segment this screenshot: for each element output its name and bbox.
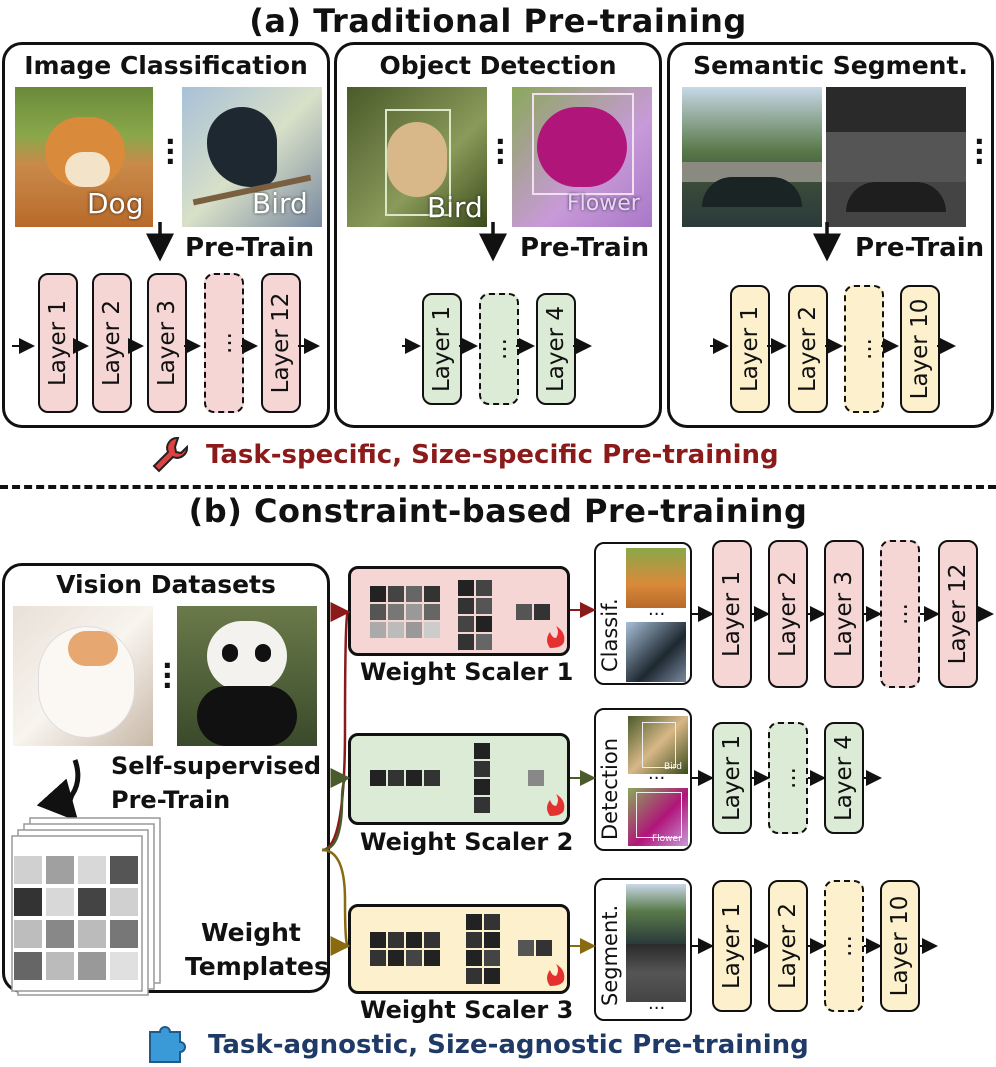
ellipsis: ··· (162, 649, 173, 702)
image-classification-panel: Image Classification Dog ··· Bird Pre-Tr… (2, 42, 330, 428)
weight-scaler-1 (348, 566, 570, 656)
bridge-image (682, 87, 822, 227)
weight-scaler-1-label: Weight Scaler 1 (360, 658, 574, 686)
layer-1: Layer 1 (730, 285, 770, 413)
segmentation-mask-image (826, 87, 966, 227)
bridge-thumbnail (626, 884, 686, 944)
bird-image: Bird (182, 87, 322, 227)
templates-label-1: Weight (201, 918, 301, 947)
ssl-label-2: Pre-Train (111, 786, 231, 814)
b-layer-1: Layer 1 (712, 880, 752, 1012)
flower-detection-image: Flower (512, 87, 652, 227)
layer-1: Layer 1 (38, 273, 78, 413)
panel-title: Semantic Segment. (693, 51, 968, 80)
section-divider (0, 485, 996, 489)
mini-bird-label: Bird (664, 762, 682, 772)
cat-image (13, 606, 153, 746)
flower-detection-thumbnail: Flower (628, 788, 688, 846)
layer-2: Layer 2 (92, 273, 132, 413)
weight-scaler-2-label: Weight Scaler 2 (360, 828, 574, 856)
vision-datasets-panel: Vision Datasets ··· Self-supervised Pre-… (2, 563, 330, 993)
wrench-icon (148, 432, 192, 476)
dog-image: Dog (15, 87, 153, 227)
segment-label: Segment. (598, 904, 622, 1006)
mini-flower-label: Flower (652, 834, 682, 844)
layer-4: Layer 4 (536, 293, 576, 405)
panel-title: Image Classification (24, 51, 308, 80)
ellipsis: ··· (648, 998, 666, 1019)
b-layer-ellipsis: ... (768, 722, 808, 834)
b-layer-2: Layer 2 (768, 880, 808, 1012)
b-layer-ellipsis: ... (880, 540, 920, 688)
b-layer-1: Layer 1 (712, 722, 752, 834)
part-b-tagline: Task-agnostic, Size-agnostic Pre-trainin… (208, 1030, 809, 1060)
classification-task-box: ··· (594, 542, 692, 685)
flower-box-label: Flower (567, 191, 640, 216)
b-layer-1: Layer 1 (712, 540, 752, 688)
datasets-title: Vision Datasets (56, 570, 276, 599)
b-layer-4: Layer 4 (824, 722, 864, 834)
bird-detection-image: Bird (347, 87, 487, 227)
layer-1: Layer 1 (422, 293, 462, 405)
ellipsis: ··· (165, 125, 176, 178)
classif-label: Classif. (598, 598, 622, 672)
bird-box-label: Bird (427, 191, 483, 224)
bird-label: Bird (252, 187, 308, 220)
layer-3: Layer 3 (147, 273, 187, 413)
panda-image (177, 606, 317, 746)
ellipsis: ··· (648, 768, 666, 789)
b-layer-3: Layer 3 (824, 540, 864, 688)
panel-title: Object Detection (379, 51, 617, 80)
ellipsis: ··· (974, 125, 985, 178)
semantic-segmentation-panel: Semantic Segment. ··· Pre-Train Layer 1 … (667, 42, 994, 428)
segmentation-task-box: ··· (594, 878, 692, 1021)
layer-2: Layer 2 (788, 285, 828, 413)
detection-label: Detection (598, 737, 622, 840)
pretrain-label: Pre-Train (520, 233, 650, 263)
puzzle-icon (144, 1024, 188, 1064)
part-a-tagline: Task-specific, Size-specific Pre-trainin… (206, 440, 779, 470)
b-layer-ellipsis: ... (824, 880, 864, 1012)
layer-ellipsis: ... (204, 273, 244, 413)
bird-detection-thumbnail: Bird (628, 716, 688, 774)
part-b-title: (b) Constraint-based Pre-training (188, 492, 808, 530)
ellipsis: ··· (495, 125, 506, 178)
part-a-title: (a) Traditional Pre-training (249, 2, 747, 40)
b-layer-12: Layer 12 (938, 540, 978, 688)
layer-ellipsis: ... (479, 293, 519, 405)
mask-thumbnail (626, 944, 686, 1002)
templates-label-2: Templates (185, 952, 329, 981)
weight-scaler-3 (348, 904, 570, 994)
layer-10: Layer 10 (900, 285, 940, 413)
ellipsis: ··· (648, 604, 666, 625)
layer-12: Layer 12 (261, 273, 301, 413)
pretrain-label: Pre-Train (855, 233, 985, 263)
b-layer-2: Layer 2 (768, 540, 808, 688)
dog-label: Dog (87, 187, 144, 220)
bird-thumbnail (626, 622, 686, 682)
layer-ellipsis: ... (844, 285, 884, 413)
detection-task-box: Bird ··· Flower (594, 708, 692, 851)
b-layer-10: Layer 10 (880, 880, 920, 1012)
dog-thumbnail (626, 548, 686, 608)
weight-scaler-3-label: Weight Scaler 3 (360, 996, 574, 1024)
weight-scaler-2 (348, 733, 570, 825)
pretrain-label: Pre-Train (185, 233, 315, 263)
ssl-label-1: Self-supervised (111, 752, 322, 780)
object-detection-panel: Object Detection Bird ··· Flower Pre-Tra… (334, 42, 662, 428)
